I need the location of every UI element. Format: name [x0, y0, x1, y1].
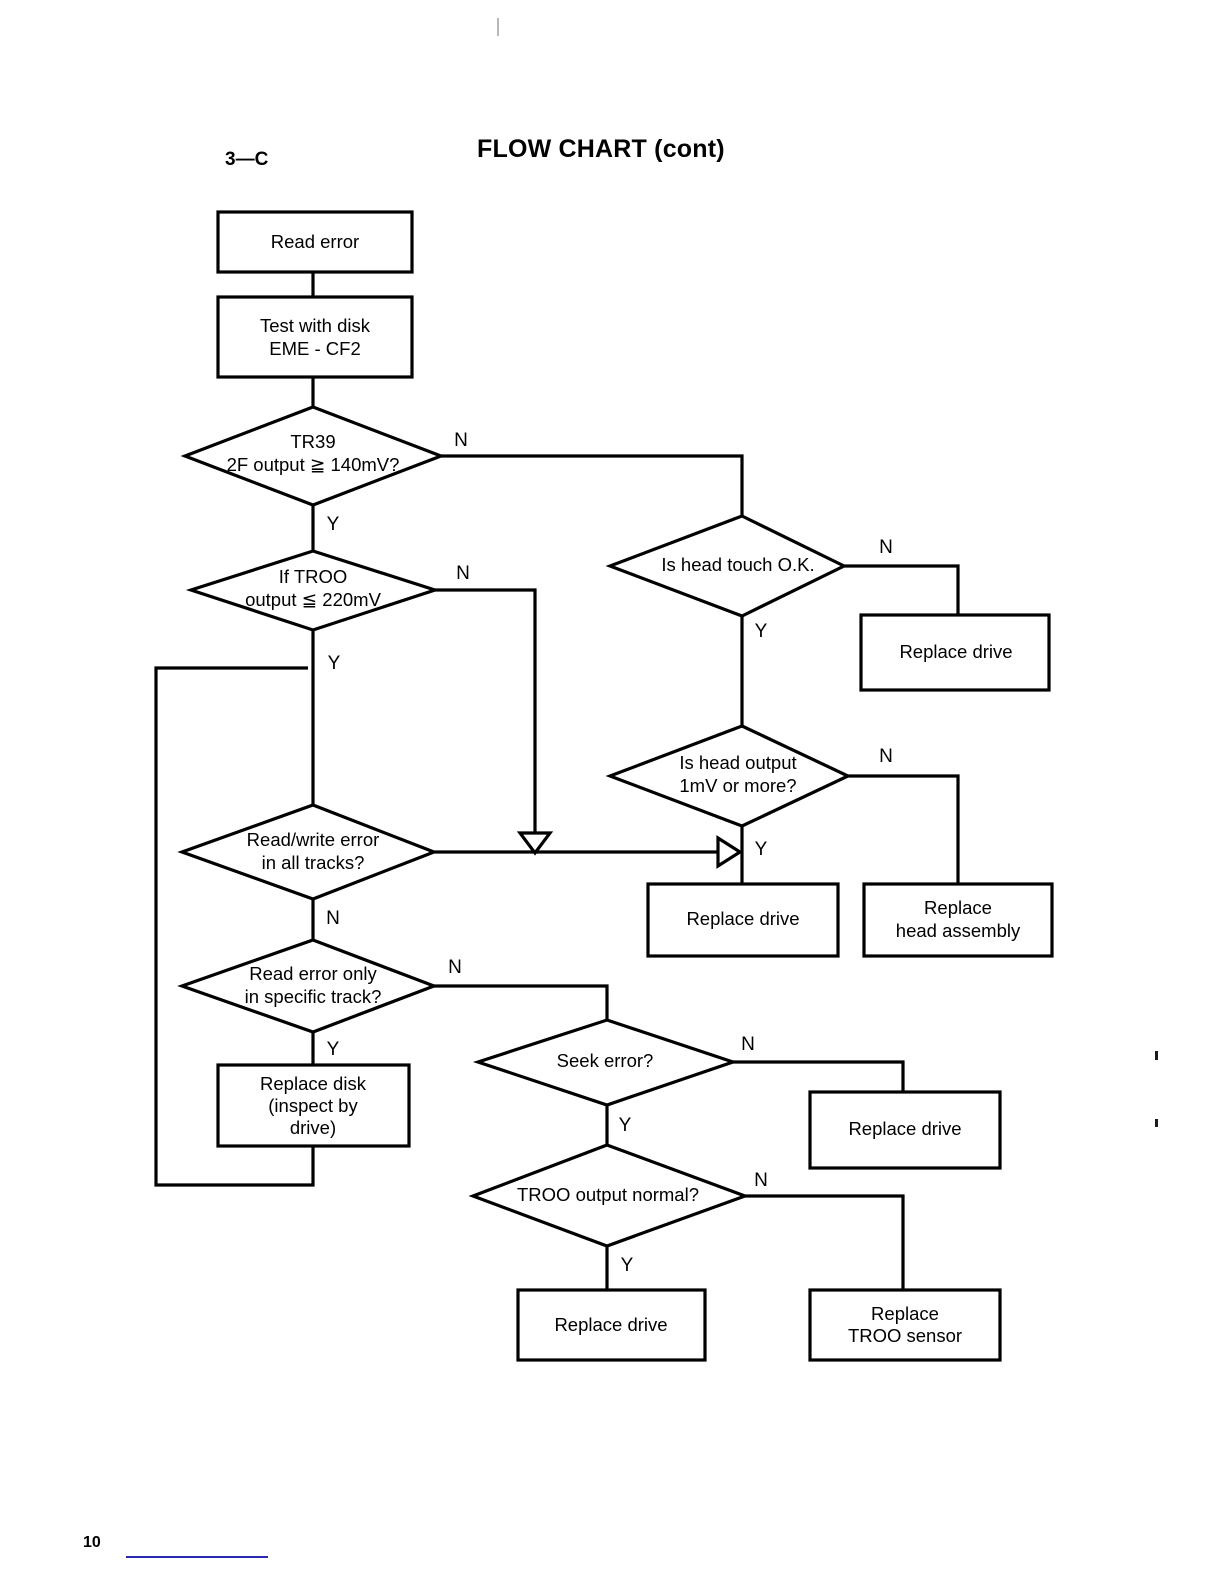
- branch-label-rw-error-no: N: [326, 908, 340, 929]
- node-replace-drive-1-line1: Replace drive: [899, 641, 1012, 662]
- node-replace-drive-3[interactable]: [808, 1090, 1002, 1170]
- page-title: FLOW CHART (cont): [477, 135, 725, 163]
- node-replace-head-assembly-line1: Replace: [924, 897, 992, 918]
- node-replace-disk-line2: (inspect by: [268, 1095, 358, 1116]
- edge-headoutput-no-to-replacehead: [848, 774, 960, 884]
- scan-tick-mark: [497, 18, 499, 36]
- branch-label-head-output-no: N: [879, 746, 893, 767]
- node-replace-drive-1[interactable]: [859, 613, 1051, 692]
- node-replace-troo-sensor-line2: TROO sensor: [848, 1325, 962, 1346]
- arrowhead-right-rwerror-yes: [716, 835, 743, 869]
- edge-tr39-no-to-headtouch: [441, 454, 744, 516]
- branch-label-read-error-track-no: N: [448, 957, 462, 978]
- node-seek-error-line1: Seek error?: [557, 1050, 654, 1071]
- footer-rule: [126, 1556, 268, 1558]
- branch-label-if-troo-no: N: [456, 563, 470, 584]
- branch-label-troo-normal-yes: Y: [621, 1255, 634, 1276]
- arrowhead-down-iftroo-no: [516, 831, 554, 856]
- node-replace-head-assembly-line2: head assembly: [896, 920, 1021, 941]
- node-head-output-decision[interactable]: [605, 724, 852, 828]
- node-read-error[interactable]: [216, 210, 414, 274]
- node-replace-head-assembly[interactable]: [862, 882, 1054, 958]
- edge-readerrortrack-no-to-seekerror: [434, 984, 609, 1020]
- node-replace-drive-2[interactable]: [646, 882, 840, 958]
- node-read-error-track-line2: in specific track?: [245, 986, 382, 1007]
- node-troo-normal-decision[interactable]: [468, 1143, 750, 1248]
- branch-label-seek-error-no: N: [741, 1034, 755, 1055]
- branch-label-troo-normal-no: N: [754, 1170, 768, 1191]
- node-if-troo-line1: If TROO: [279, 566, 348, 587]
- branch-label-seek-error-yes: Y: [619, 1115, 632, 1136]
- node-troo-normal-line1: TROO output normal?: [517, 1184, 699, 1205]
- node-replace-drive-4[interactable]: [516, 1288, 707, 1362]
- node-head-touch-line1: Is head touch O.K.: [661, 554, 814, 575]
- node-tr39-line1: TR39: [290, 431, 335, 452]
- node-rw-error-tracks-decision[interactable]: [177, 803, 439, 901]
- node-if-troo-line2: output ≦ 220mV: [245, 589, 381, 610]
- node-replace-troo-sensor[interactable]: [808, 1288, 1002, 1362]
- branch-label-read-error-track-yes: Y: [327, 1039, 340, 1060]
- branch-label-head-touch-yes: Y: [755, 621, 768, 642]
- edge-iftroo-no-down: [435, 588, 537, 834]
- node-rw-error-tracks-line2: in all tracks?: [262, 852, 365, 873]
- node-if-troo-decision[interactable]: [185, 549, 441, 632]
- branch-label-tr39-no: N: [454, 430, 468, 451]
- node-tr39-line2: 2F output ≧ 140mV?: [227, 454, 400, 475]
- node-replace-disk-line3: drive): [290, 1117, 336, 1138]
- node-replace-drive-2-line1: Replace drive: [686, 908, 799, 929]
- node-replace-drive-3-line1: Replace drive: [848, 1118, 961, 1139]
- node-head-output-line1: Is head output: [679, 752, 796, 773]
- scan-speck-lower: [1155, 1119, 1158, 1127]
- node-test-with-disk[interactable]: [216, 295, 414, 379]
- node-replace-drive-4-line1: Replace drive: [554, 1314, 667, 1335]
- node-seek-error-decision[interactable]: [472, 1018, 739, 1107]
- edge-headtouch-no-to-replacedrive1: [844, 564, 960, 615]
- section-id: 3—C: [225, 149, 269, 170]
- edge-seekerror-no-to-replacedrive3: [733, 1060, 905, 1092]
- node-replace-troo-sensor-line1: Replace: [871, 1303, 939, 1324]
- node-head-output-line2: 1mV or more?: [679, 775, 796, 796]
- node-head-touch-decision[interactable]: [605, 514, 848, 618]
- edge-troonormal-no-to-replacesensor: [745, 1194, 905, 1290]
- node-replace-disk[interactable]: [216, 1063, 411, 1148]
- page-number: 10: [83, 1534, 101, 1551]
- branch-label-head-output-yes: Y: [755, 839, 768, 860]
- node-tr39-decision[interactable]: [180, 405, 446, 507]
- scan-speck-upper: [1155, 1051, 1158, 1060]
- edge-replacedisk-feedback-loop: [154, 666, 315, 1187]
- node-read-error-track-line1: Read error only: [249, 963, 377, 984]
- node-replace-disk-line1: Replace disk: [260, 1073, 367, 1094]
- node-rw-error-tracks-line1: Read/write error: [247, 829, 380, 850]
- node-test-with-disk-line2: EME - CF2: [269, 338, 360, 359]
- node-read-error-track-decision[interactable]: [177, 938, 439, 1034]
- node-test-with-disk-line1: Test with disk: [260, 315, 371, 336]
- branch-label-tr39-yes: Y: [327, 514, 340, 535]
- branch-label-if-troo-yes: Y: [328, 653, 341, 674]
- node-read-error-line1: Read error: [271, 231, 359, 252]
- branch-label-head-touch-no: N: [879, 537, 893, 558]
